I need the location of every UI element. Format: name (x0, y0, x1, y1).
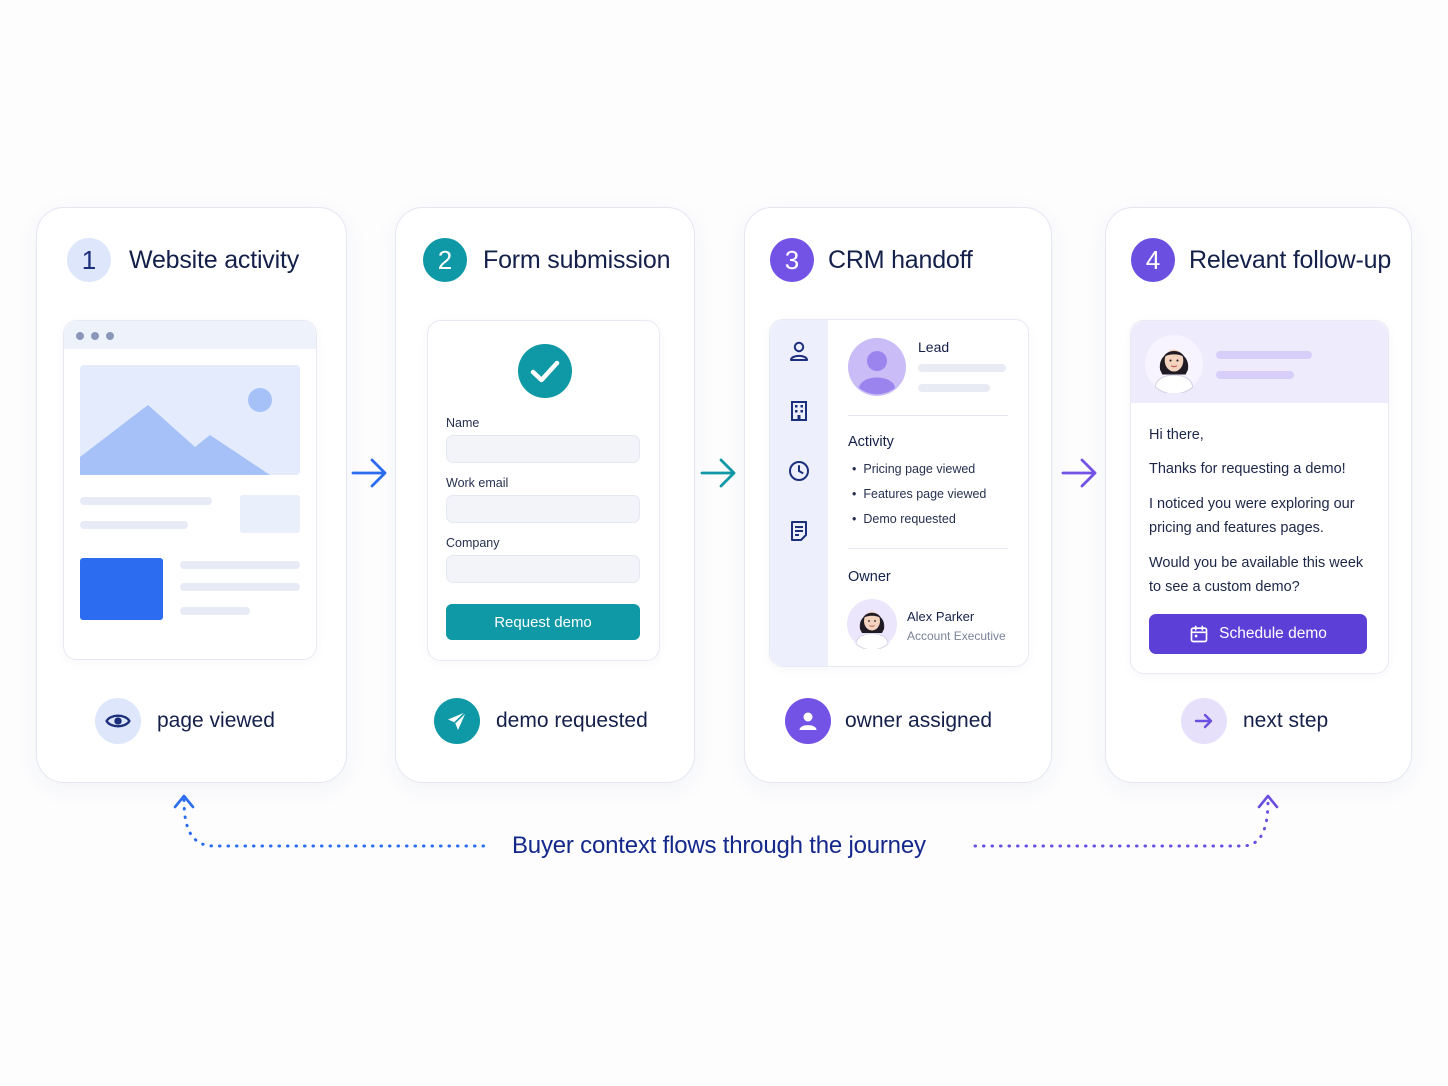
company-label: Company (446, 536, 500, 550)
step-header: 4 Relevant follow-up (1131, 238, 1391, 282)
work-email-label: Work email (446, 476, 509, 490)
email-line: Would you be available this week to see … (1149, 555, 1364, 595)
crm-sidebar (770, 320, 828, 666)
step-header: 1 Website activity (67, 238, 299, 282)
sender-avatar (1145, 335, 1203, 393)
text-line (180, 607, 250, 615)
image-placeholder-icon (80, 365, 300, 475)
lead-label: Lead (918, 339, 950, 355)
request-demo-button[interactable]: Request demo (446, 604, 640, 640)
text-line (918, 384, 990, 392)
owner-label: Owner (848, 569, 891, 585)
check-circle-icon (518, 344, 572, 398)
email-line: Thanks for requesting a demo! (1149, 461, 1346, 477)
window-dot-icon (91, 332, 99, 340)
step-footer: owner assigned (785, 698, 992, 744)
person-icon[interactable] (787, 339, 811, 363)
text-line (80, 521, 188, 529)
email-mockup: Hi there, Thanks for requesting a demo! … (1130, 320, 1389, 674)
schedule-demo-label: Schedule demo (1219, 625, 1327, 642)
step-title: Relevant follow-up (1189, 245, 1392, 274)
browser-titlebar (64, 321, 316, 349)
form-mockup: Name Work email Company Request demo (427, 320, 660, 661)
divider (848, 415, 1008, 416)
text-line (180, 583, 300, 591)
step-number-badge: 3 (770, 238, 814, 282)
arrow-right-icon (1061, 458, 1097, 488)
step-number-badge: 2 (423, 238, 467, 282)
step-header: 3 CRM handoff (770, 238, 973, 282)
bottom-caption: Buyer context flows through the journey (512, 832, 926, 859)
step-title: CRM handoff (828, 245, 973, 274)
user-icon (785, 698, 831, 744)
thumbnail-placeholder (240, 495, 300, 533)
eye-icon (95, 698, 141, 744)
step-card-website-activity: 1 Website activity page viewed (36, 207, 347, 783)
activity-label: Activity (848, 434, 894, 450)
company-input[interactable] (446, 555, 640, 583)
step-title: Form submission (483, 245, 671, 274)
text-line (918, 364, 1006, 372)
schedule-demo-button[interactable]: Schedule demo (1149, 614, 1367, 654)
building-icon[interactable] (787, 399, 811, 423)
clock-icon[interactable] (787, 459, 811, 483)
owner-role: Account Executive (907, 629, 1006, 643)
text-line (1216, 371, 1294, 379)
calendar-icon (1190, 625, 1208, 643)
footer-label: page viewed (157, 709, 275, 732)
step-footer: demo requested (434, 698, 648, 744)
paper-plane-icon (434, 698, 480, 744)
window-dot-icon (106, 332, 114, 340)
activity-item: Pricing page viewed (852, 462, 975, 476)
step-footer: page viewed (95, 698, 275, 744)
step-number-badge: 4 (1131, 238, 1175, 282)
step-card-relevant-follow-up: 4 Relevant follow-up Hi there, Thanks fo… (1105, 207, 1412, 783)
lead-avatar-icon (848, 338, 906, 396)
step-card-crm-handoff: 3 CRM handoff Lead (744, 207, 1052, 783)
arrow-right-icon (351, 458, 387, 488)
arrow-right-icon (700, 458, 736, 488)
text-line (180, 561, 300, 569)
crm-mockup: Lead Activity Pricing page viewed Featur… (769, 319, 1029, 667)
text-line (80, 497, 212, 505)
owner-avatar (847, 599, 897, 649)
email-line: I noticed you were exploring our pricing… (1149, 496, 1355, 536)
owner-name: Alex Parker (907, 609, 975, 624)
arrow-right-icon (1181, 698, 1227, 744)
context-flow-connector (173, 794, 1279, 848)
divider (848, 548, 1008, 549)
name-label: Name (446, 416, 480, 430)
blue-block (80, 558, 163, 620)
window-dot-icon (76, 332, 84, 340)
email-greeting: Hi there, (1149, 427, 1204, 443)
step-footer: next step (1181, 698, 1328, 744)
name-input[interactable] (446, 435, 640, 463)
footer-label: owner assigned (845, 709, 993, 732)
footer-label: demo requested (496, 709, 648, 732)
footer-label: next step (1243, 709, 1329, 732)
notes-icon[interactable] (787, 519, 811, 543)
step-card-form-submission: 2 Form submission Name Work email Compan… (395, 207, 695, 783)
step-title: Website activity (129, 245, 300, 274)
activity-item: Demo requested (852, 512, 955, 526)
activity-item: Features page viewed (852, 487, 986, 501)
browser-mockup (63, 320, 317, 660)
step-header: 2 Form submission (423, 238, 671, 282)
text-line (1216, 351, 1312, 359)
step-number-badge: 1 (67, 238, 111, 282)
work-email-input[interactable] (446, 495, 640, 523)
